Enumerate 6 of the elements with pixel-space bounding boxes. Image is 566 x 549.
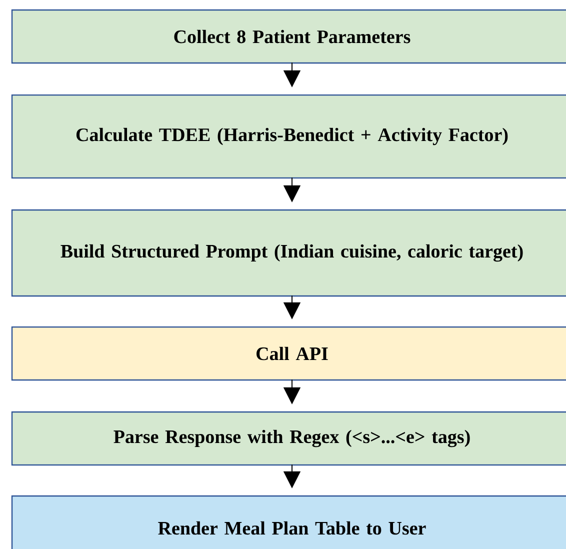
process-box: Collect 8 Patient Parameters: [11, 9, 566, 64]
process-box: Calculate TDEE (Harris-Benedict + Activity Factor): [11, 94, 566, 179]
process-box: Parse Response with Regex (<s>...<e> tags): [11, 411, 566, 466]
process-box: Call API: [11, 326, 566, 381]
process-box: Render Meal Plan Table to User: [11, 495, 566, 549]
process-box: Build Structured Prompt (Indian cuisine, caloric target): [11, 209, 566, 297]
